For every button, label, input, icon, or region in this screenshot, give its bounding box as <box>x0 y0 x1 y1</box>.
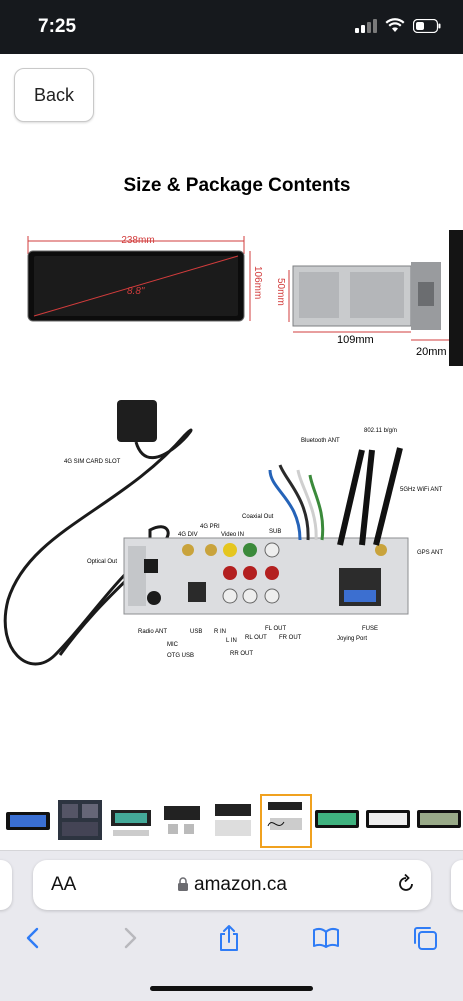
height-dimension: 106mm <box>252 266 263 299</box>
signal-icon <box>355 18 377 33</box>
thumbnail[interactable] <box>364 796 412 844</box>
wifi5-label: 5GHz WiFi ANT <box>400 487 443 493</box>
gps-label: GPS ANT <box>417 550 443 556</box>
thumbnail[interactable] <box>158 796 206 844</box>
back-button[interactable]: Back <box>14 68 94 122</box>
frout-label: FR OUT <box>279 635 302 641</box>
address-bar[interactable]: AA amazon.ca <box>33 860 431 910</box>
bookmarks-button[interactable] <box>309 921 343 955</box>
coaxial-label: Coaxial Out <box>242 514 274 520</box>
thumbnail[interactable] <box>209 796 257 844</box>
thumbnail[interactable] <box>415 796 463 844</box>
sim-label: 4G SIM CARD SLOT <box>64 459 121 465</box>
previous-tab-preview[interactable] <box>0 860 12 910</box>
browser-toolbar: AA amazon.ca <box>0 850 463 1001</box>
share-icon <box>220 925 238 951</box>
page-settings-button[interactable]: AA <box>51 874 77 895</box>
depth-dimension: 109mm <box>337 334 374 346</box>
joying-label: Joying Port <box>337 636 367 642</box>
rin-label: R IN <box>214 629 226 635</box>
rlout-label: RL OUT <box>245 635 267 641</box>
thumbnail[interactable] <box>107 796 155 844</box>
wifi24-label: 802.11 b/g/n <box>364 428 397 434</box>
thumbnail-strip <box>0 794 463 850</box>
body-height-dimension: 50mm <box>275 278 286 306</box>
div4g-label: 4G DIV <box>178 532 198 538</box>
status-time: 7:25 <box>38 16 77 37</box>
head-unit-back-panel <box>123 447 409 615</box>
mic-label: MIC <box>167 642 179 648</box>
bluetooth-label: Bluetooth ANT <box>301 438 340 444</box>
chevron-right-icon <box>124 927 137 949</box>
chevron-left-icon <box>26 927 39 949</box>
pri4g-label: 4G PRI <box>200 524 220 530</box>
sim-extension-cable: 4G SIM CARD SLOT <box>3 400 193 666</box>
width-dimension: 238mm <box>121 235 154 246</box>
book-icon <box>313 927 339 948</box>
image-title: Size & Package Contents <box>123 175 350 196</box>
browser-back-button[interactable] <box>16 921 50 955</box>
wifi-icon <box>385 18 405 32</box>
thumbnail[interactable] <box>4 796 52 844</box>
usb-label: USB <box>190 629 202 635</box>
flout-label: FL OUT <box>265 626 286 632</box>
rrout-label: RR OUT <box>230 651 253 657</box>
share-button[interactable] <box>212 921 246 955</box>
radio-label: Radio ANT <box>138 629 167 635</box>
browser-forward-button[interactable] <box>113 921 147 955</box>
lin-label: L IN <box>226 638 237 644</box>
otg-label: OTG USB <box>167 653 194 659</box>
video-in-label: Video IN <box>221 532 244 538</box>
diagonal-dimension: 8.8" <box>127 286 145 297</box>
sub-label: SUB <box>269 529 281 535</box>
bracket-dimension: 20mm <box>416 346 447 358</box>
thumbnail[interactable] <box>56 796 104 844</box>
domain-text: amazon.ca <box>194 874 287 895</box>
battery-icon <box>413 18 441 33</box>
home-indicator[interactable] <box>150 986 313 991</box>
next-tab-preview[interactable] <box>451 860 463 910</box>
port-labels: Bluetooth ANT 802.11 b/g/n 5GHz WiFi ANT… <box>87 428 443 659</box>
status-bar: 7:25 <box>0 0 463 54</box>
head-unit-side-view: 50mm 109mm 20mm <box>275 230 463 366</box>
lock-icon <box>178 877 189 891</box>
status-icons <box>355 18 441 33</box>
optical-label: Optical Out <box>87 559 117 565</box>
thumbnail[interactable] <box>313 796 361 844</box>
head-unit-front-view: 238mm 8.8" 106mm <box>27 235 263 322</box>
reload-icon[interactable] <box>395 873 417 895</box>
thumbnail-selected[interactable] <box>260 794 312 848</box>
address-domain: amazon.ca <box>33 874 431 896</box>
fuse-label: FUSE <box>362 626 378 632</box>
tabs-button[interactable] <box>408 921 442 955</box>
tabs-icon <box>414 927 437 950</box>
product-image[interactable]: Size & Package Contents 238mm 8.8" 106mm… <box>0 150 463 770</box>
